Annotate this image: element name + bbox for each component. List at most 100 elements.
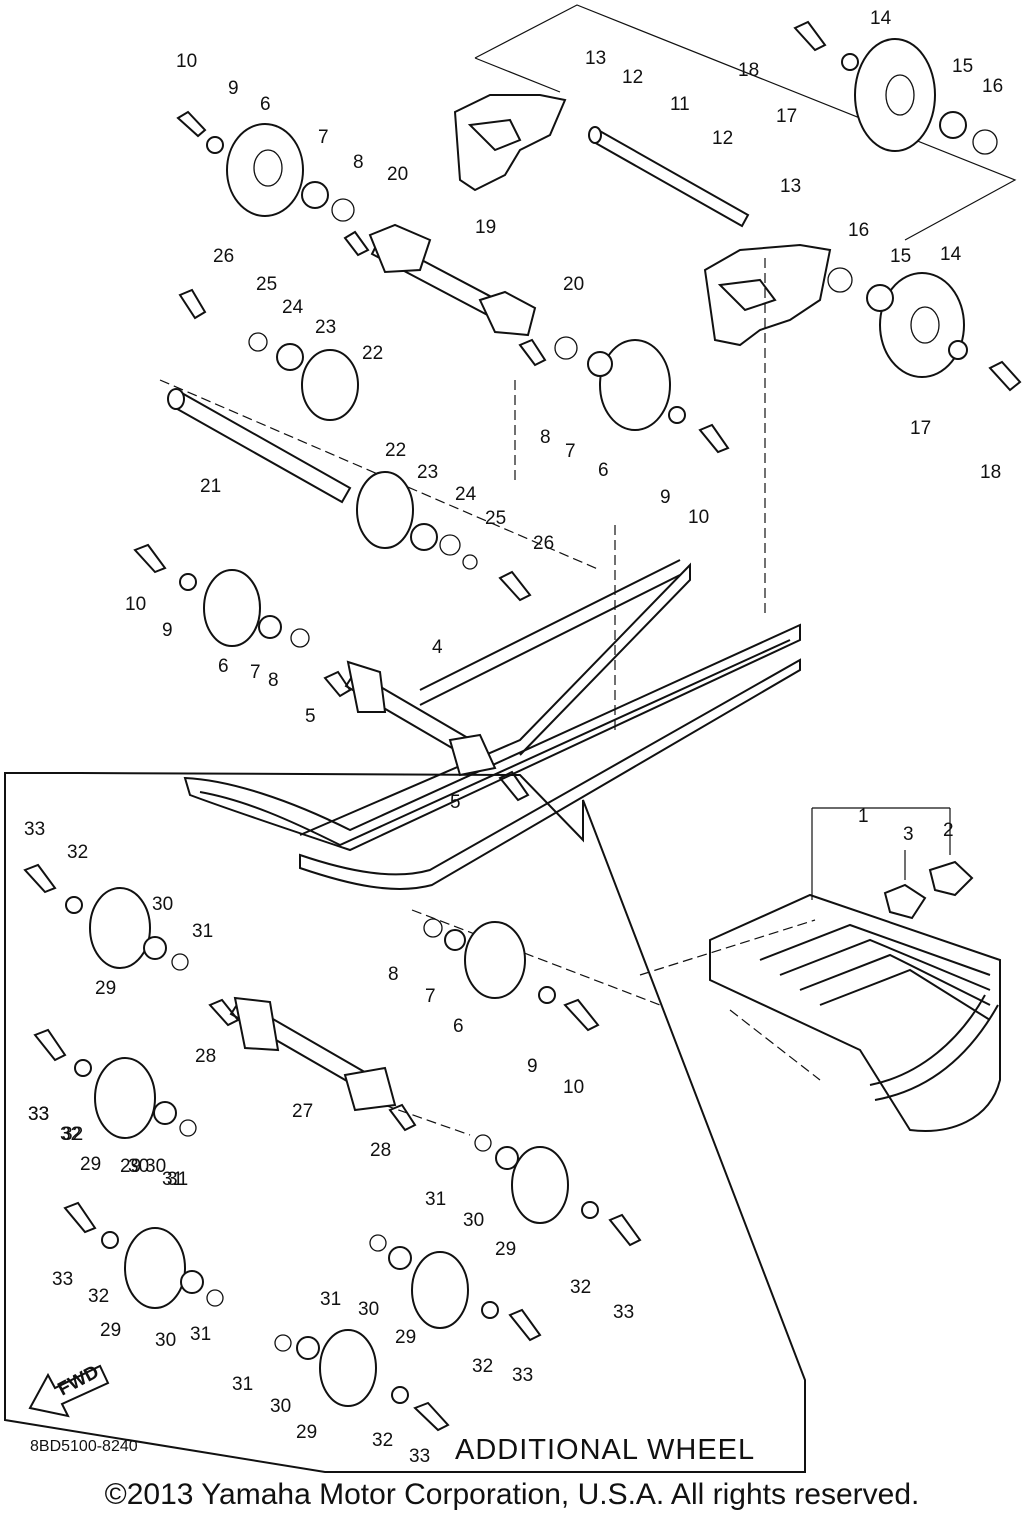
callout-number: 8 [540,427,551,448]
callout-number: 15 [952,56,973,77]
fwd-arrow-icon: FWD [28,1362,110,1418]
callout-number: 33 [52,1269,73,1290]
callout-number: 32 [372,1430,393,1451]
callout-number: 8 [268,670,279,691]
callout-number: 1 [858,806,869,827]
additional-wheel-label: ADDITIONAL WHEEL [455,1434,756,1466]
callout-number: 18 [980,462,1001,483]
callout-number: 30 [358,1299,379,1320]
callout-number: 16 [848,220,869,241]
callout-number: 29 [100,1320,121,1341]
additional-wheel-frame [4,772,806,1473]
callout-number: 32 [570,1277,591,1298]
callout-number: 31 [192,921,213,942]
callout-number: 33 [28,1104,49,1125]
callout-number: 21 [200,476,221,497]
callout-number: 22 [385,440,406,461]
callout-number: 17 [910,418,931,439]
callout-number: 28 [370,1140,391,1161]
callout-number: 30 [463,1210,484,1231]
callout-number: 32 [67,842,88,863]
callout-number: 9 [228,78,239,99]
callout-number: 33 [24,819,45,840]
callout-number: 10 [176,51,197,72]
callout-number: 32 [60,1124,81,1145]
page-code: 8BD5100-8240 [30,1438,138,1455]
callout-number: 30 [145,1156,166,1177]
callout-number: 6 [218,656,229,677]
callout-number: 30 [128,1156,149,1177]
callout-number: 12 [622,67,643,88]
callout-number: 24 [282,297,304,318]
callout-number: 7 [250,662,261,683]
callout-number: 11 [670,94,690,115]
callout-number: 29 [395,1327,416,1348]
callout-number: 26 [533,533,554,554]
callout-number: 10 [125,594,146,615]
callout-number: 23 [417,462,438,483]
callout-number: 25 [256,274,277,295]
callout-number: 5 [305,706,316,727]
callout-number: 14 [870,8,892,29]
callout-number: 32 [472,1356,493,1377]
slide-rails [183,559,801,890]
callout-number: 28 [195,1046,216,1067]
callout-number: 2 [943,820,954,841]
callout-number: 32 [88,1286,109,1307]
callout-number: 9 [660,487,671,508]
callout-number: 29 [495,1239,516,1260]
callout-number: 3 [903,824,914,845]
callout-number: 33 [512,1365,533,1386]
callout-number: 17 [776,106,797,127]
callout-number: 7 [425,986,436,1007]
callout-number: 20 [563,274,584,295]
callout-number: 33 [28,1104,49,1125]
shafts [167,126,750,1112]
mount-brackets [453,94,832,347]
wheels [89,38,965,1407]
callout-number: 29 [120,1156,141,1177]
callout-number: 26 [213,246,234,267]
track-assembly [709,807,1001,1132]
callout-number: 13 [780,176,801,197]
callout-number: 6 [453,1016,464,1037]
callout-labels: 1234556666777788889999101010101112121313… [24,8,1003,1467]
callout-number: 31 [162,1169,183,1190]
callout-number: 25 [485,508,506,529]
callout-number: 31 [190,1324,211,1345]
callout-number: 15 [890,246,911,267]
callout-number: 6 [598,460,609,481]
callout-number: 31 [232,1374,253,1395]
callout-number: 30 [270,1396,291,1417]
callout-number: 10 [563,1077,584,1098]
callout-number: 31 [167,1169,188,1190]
callout-number: 29 [80,1154,101,1175]
callout-number: 5 [450,792,461,813]
callout-number: 6 [260,94,271,115]
callout-number: 12 [712,128,733,149]
callout-number: 9 [162,620,173,641]
callout-number: 9 [527,1056,538,1077]
callout-number: 33 [613,1302,634,1323]
callout-number: 29 [296,1422,317,1443]
callout-number: 31 [320,1289,341,1310]
callout-number: 33 [409,1446,430,1467]
callout-number: 18 [738,60,759,81]
callout-number: 31 [425,1189,446,1210]
callout-number: 27 [292,1101,313,1122]
callout-number: 30 [155,1330,176,1351]
callout-number: 14 [940,244,962,265]
callout-number: 4 [432,637,443,658]
callout-number: 32 [62,1124,83,1145]
callout-number: 23 [315,317,336,338]
callout-number: 8 [353,152,364,173]
small-parts [65,53,998,1404]
callout-number: 10 [688,507,709,528]
bolts [23,20,1022,1432]
callout-number: 16 [982,76,1003,97]
callout-number: 29 [95,978,116,999]
assembly-guide-lines [159,4,1017,1136]
callout-number: 13 [585,48,606,69]
callout-number: 20 [387,164,408,185]
